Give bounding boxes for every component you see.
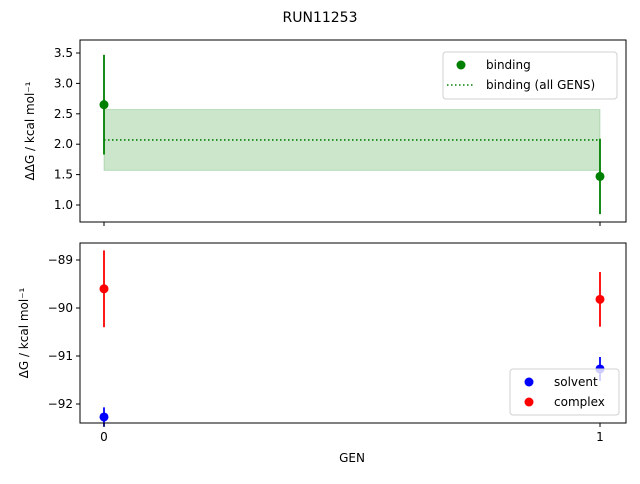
y-tick-label: −90 <box>48 301 73 315</box>
legend-solvent-label: solvent <box>554 375 598 389</box>
x-axis-label: GEN <box>339 451 365 465</box>
legend-binding-all-gens-label: binding (all GENS) <box>486 78 595 92</box>
complex-point <box>99 284 109 294</box>
complex-point <box>595 294 605 304</box>
top-y-ticks: 1.0 1.5 2.0 2.5 3.0 3.5 <box>54 46 80 212</box>
y-tick-label: −89 <box>48 253 73 267</box>
legend-complex-label: complex <box>554 395 605 409</box>
solvent-point <box>99 412 109 422</box>
legend-binding-label: binding <box>486 58 531 72</box>
y-tick-label: 3.5 <box>54 46 73 60</box>
bottom-y-ticks: −92 −91 −90 −89 <box>48 253 80 411</box>
figure-title: RUN11253 <box>283 10 358 26</box>
x-tick-label: 0 <box>100 430 108 444</box>
bottom-legend: solvent complex <box>509 368 620 416</box>
binding-panel: 1.0 1.5 2.0 2.5 3.0 3.5 ΔΔG / kcal mol⁻¹ bind… <box>23 39 627 226</box>
x-tick-label: 1 <box>596 430 604 444</box>
bottom-axes-frame <box>79 242 627 424</box>
binding-series <box>99 54 605 215</box>
top-axes-frame <box>79 39 627 223</box>
y-tick-label: 1.5 <box>54 168 73 182</box>
legend-solvent-marker-icon <box>524 377 534 387</box>
top-x-ticks <box>103 222 601 226</box>
binding-point <box>595 171 605 181</box>
top-y-axis-label: ΔΔG / kcal mol⁻¹ <box>23 81 37 180</box>
y-tick-label: −92 <box>48 397 73 411</box>
y-tick-label: 3.0 <box>54 76 73 90</box>
y-tick-label: 2.5 <box>54 107 73 121</box>
legend-complex-marker-icon <box>524 397 534 407</box>
legend-binding-marker-icon <box>456 60 466 70</box>
y-tick-label: 1.0 <box>54 198 73 212</box>
bottom-y-axis-label: ΔG / kcal mol⁻¹ <box>17 287 31 378</box>
y-tick-label: 2.0 <box>54 137 73 151</box>
top-legend: binding binding (all GENS) <box>442 51 618 100</box>
y-tick-label: −91 <box>48 349 73 363</box>
binding-point <box>99 100 109 110</box>
